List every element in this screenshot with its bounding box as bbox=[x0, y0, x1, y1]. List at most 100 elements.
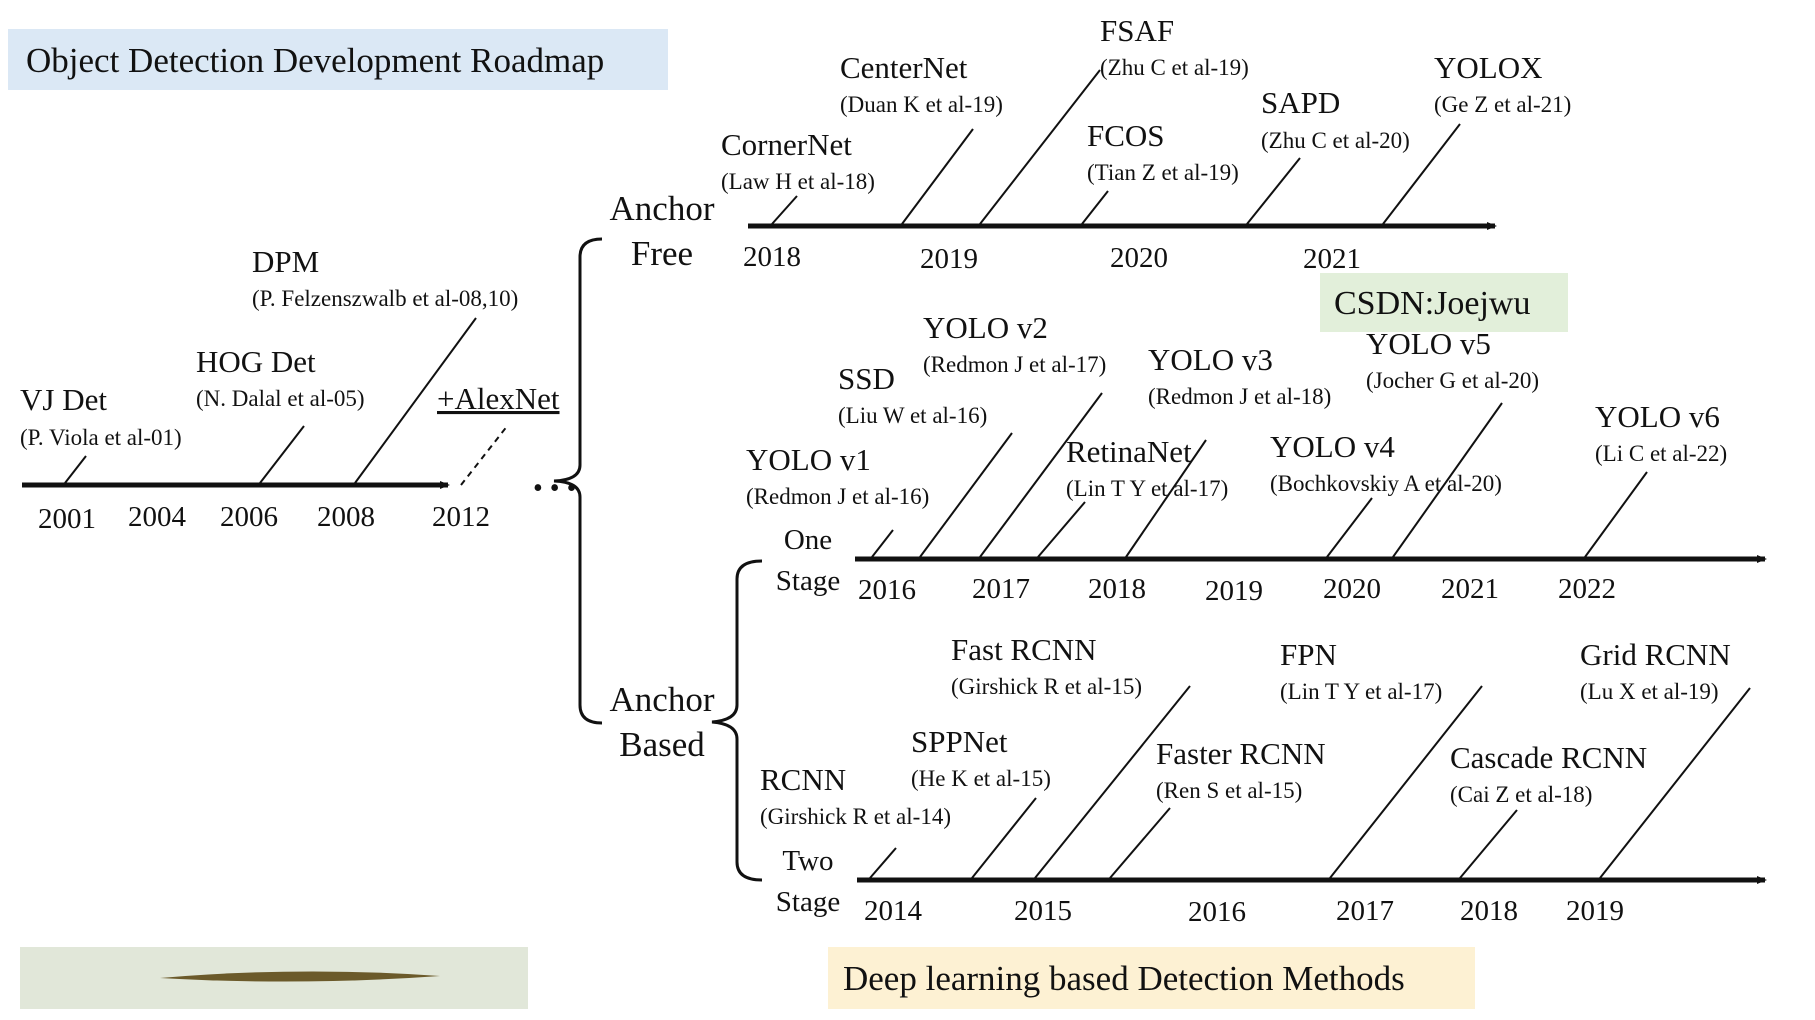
method-name: Grid RCNN bbox=[1580, 637, 1731, 672]
connector bbox=[869, 847, 897, 879]
year-label: 2006 bbox=[220, 501, 278, 533]
method-name: YOLO v1 bbox=[746, 442, 871, 477]
method-name: HOG Det bbox=[196, 344, 316, 379]
method-cite: (Redmon J et al-16) bbox=[746, 484, 929, 509]
method-cite: (Law H et al-18) bbox=[721, 169, 875, 194]
method-name: RCNN bbox=[760, 762, 846, 797]
method-cite: (He K et al-15) bbox=[911, 766, 1051, 791]
method-cite: (Lin T Y et al-17) bbox=[1280, 679, 1442, 704]
one-stage-label: One bbox=[784, 524, 832, 556]
method-name: FCOS bbox=[1087, 118, 1165, 153]
connector bbox=[1392, 402, 1503, 558]
method-name: YOLOX bbox=[1434, 50, 1543, 85]
connector bbox=[979, 392, 1103, 558]
method-cite: (Lin T Y et al-17) bbox=[1066, 476, 1228, 501]
year-label: 2019 bbox=[1205, 575, 1263, 607]
watermark-text: CSDN:Joejwu bbox=[1334, 285, 1530, 322]
method-cite: (Girshick R et al-15) bbox=[951, 674, 1142, 699]
year-label: 2015 bbox=[1014, 895, 1072, 927]
method-name: RetinaNet bbox=[1066, 434, 1192, 469]
connector bbox=[901, 128, 974, 225]
year-label: 2018 bbox=[1088, 573, 1146, 605]
connector bbox=[771, 195, 798, 225]
method-cite: (Redmon J et al-17) bbox=[923, 352, 1106, 377]
method-cite: (Liu W et al-16) bbox=[838, 403, 987, 428]
year-label: 2014 bbox=[864, 895, 923, 927]
anchor-free-label: Anchor bbox=[610, 189, 715, 228]
connector bbox=[1329, 685, 1483, 879]
one-stage-timeline: One Stage 2016 2017 2018 2019 2020 2021 … bbox=[746, 310, 1767, 607]
method-name: FSAF bbox=[1100, 13, 1174, 48]
method-cite: (Redmon J et al-18) bbox=[1148, 384, 1331, 409]
connector bbox=[1081, 190, 1109, 225]
year-label: 2008 bbox=[317, 501, 375, 533]
main-brace bbox=[553, 237, 603, 725]
method-name: SSD bbox=[838, 361, 895, 396]
method-name: YOLO v3 bbox=[1148, 342, 1273, 377]
method-cite: (Girshick R et al-14) bbox=[760, 804, 951, 829]
method-cite: (Cai Z et al-18) bbox=[1450, 782, 1592, 807]
year-label: 2022 bbox=[1558, 573, 1616, 605]
method-cite: (Ge Z et al-21) bbox=[1434, 92, 1571, 117]
method-cite: (P. Viola et al-01) bbox=[20, 425, 182, 450]
method-cite: (Lu X et al-19) bbox=[1580, 679, 1719, 704]
footer-text: Deep learning based Detection Methods bbox=[843, 959, 1405, 998]
method-name: VJ Det bbox=[20, 382, 107, 417]
title-banner bbox=[8, 29, 668, 90]
method-cite: (Duan K et al-19) bbox=[840, 92, 1003, 117]
connector bbox=[259, 425, 305, 484]
method-name: YOLO v2 bbox=[923, 310, 1048, 345]
anchor-free-label: Free bbox=[631, 234, 693, 273]
alexnet-dashed-link bbox=[460, 424, 509, 486]
method-cite: (Bochkovskiy A et al-20) bbox=[1270, 471, 1502, 496]
method-cite: (P. Felzenszwalb et al-08,10) bbox=[252, 286, 518, 311]
footer-banner bbox=[828, 947, 1475, 1009]
year-label: 2012 bbox=[432, 501, 490, 533]
two-stage-label: Stage bbox=[776, 886, 840, 918]
connector bbox=[1034, 685, 1191, 879]
watermark-banner bbox=[1320, 273, 1568, 332]
two-stage-label: Two bbox=[782, 845, 833, 877]
anchor-based-label: Anchor bbox=[610, 680, 715, 719]
year-label: 2020 bbox=[1323, 573, 1381, 605]
anchor-based-brace bbox=[711, 559, 763, 882]
method-name: SPPNet bbox=[911, 724, 1008, 759]
year-label: 2019 bbox=[920, 243, 978, 275]
traditional-timeline: • • • +AlexNet 2001 2004 2006 2008 2012 … bbox=[20, 244, 576, 535]
one-stage-label: Stage bbox=[776, 565, 840, 597]
connector bbox=[354, 317, 477, 484]
method-cite: (Jocher G et al-20) bbox=[1366, 368, 1539, 393]
connector bbox=[1246, 157, 1301, 225]
year-label: 2018 bbox=[743, 241, 801, 273]
connector bbox=[979, 69, 1101, 225]
page-title: Object Detection Development Roadmap bbox=[26, 41, 604, 80]
method-name: CornerNet bbox=[721, 127, 852, 162]
method-name: YOLO v6 bbox=[1595, 399, 1720, 434]
year-label: 2016 bbox=[858, 574, 916, 606]
two-stage-timeline: Two Stage 2014 2015 2016 2017 2018 2019 … bbox=[760, 632, 1767, 928]
method-cite: (Ren S et al-15) bbox=[1156, 778, 1302, 803]
connector bbox=[1037, 501, 1086, 558]
year-label: 2016 bbox=[1188, 896, 1246, 928]
connector bbox=[1382, 123, 1461, 225]
connector bbox=[1459, 809, 1518, 879]
method-cite: (Zhu C et al-20) bbox=[1261, 128, 1410, 153]
connector bbox=[1584, 471, 1648, 558]
method-name: YOLO v5 bbox=[1366, 326, 1491, 361]
year-label: 2020 bbox=[1110, 242, 1168, 274]
connector bbox=[971, 797, 1037, 879]
connector bbox=[1599, 687, 1751, 879]
connector bbox=[919, 432, 1013, 558]
method-name: FPN bbox=[1280, 637, 1337, 672]
connector bbox=[871, 529, 894, 558]
method-name: Fast RCNN bbox=[951, 632, 1097, 667]
method-cite: (Li C et al-22) bbox=[1595, 441, 1727, 466]
method-cite: (Tian Z et al-19) bbox=[1087, 160, 1239, 185]
texture-mark bbox=[160, 971, 440, 982]
anchor-based-label: Based bbox=[619, 725, 705, 764]
year-label: 2017 bbox=[972, 573, 1030, 605]
method-name: Cascade RCNN bbox=[1450, 740, 1647, 775]
connector bbox=[64, 455, 87, 484]
